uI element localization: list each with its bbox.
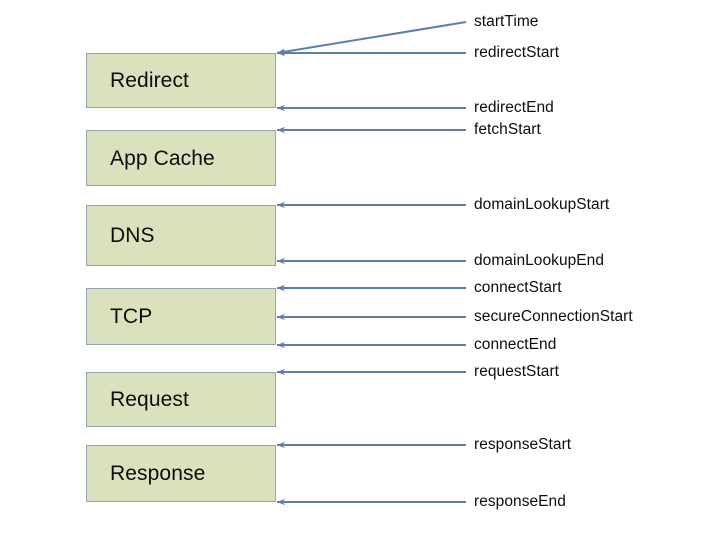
phase-box-label-tcp: TCP [110, 305, 153, 328]
marker-label-connect-start: connectStart [474, 279, 562, 296]
phase-box-app-cache: App Cache [86, 130, 276, 186]
marker-label-response-end: responseEnd [474, 493, 566, 510]
marker-label-redirect-start: redirectStart [474, 44, 560, 61]
phase-box-label-request: Request [110, 388, 189, 411]
phase-box-dns: DNS [86, 205, 276, 266]
phase-box-tcp: TCP [86, 288, 276, 345]
marker-label-redirect-end: redirectEnd [474, 99, 554, 116]
connector-start-time [276, 21, 467, 55]
phase-box-redirect: Redirect [86, 53, 276, 108]
marker-label-request-start: requestStart [474, 363, 560, 380]
marker-connectors [276, 21, 467, 506]
phase-box-label-response: Response [110, 462, 206, 485]
marker-label-domain-lookup-end: domainLookupEnd [474, 252, 605, 269]
phase-box-label-dns: DNS [110, 224, 155, 247]
phase-box-label-app-cache: App Cache [110, 146, 215, 170]
phase-box-request: Request [86, 372, 276, 427]
marker-label-domain-lookup-start: domainLookupStart [474, 196, 610, 213]
marker-label-secure-connection-start: secureConnectionStart [474, 308, 633, 325]
marker-label-start-time: startTime [474, 13, 539, 30]
marker-label-connect-end: connectEnd [474, 336, 557, 353]
marker-label-response-start: responseStart [474, 436, 572, 453]
phase-box-response: Response [86, 445, 276, 502]
phase-box-label-redirect: Redirect [110, 69, 189, 92]
marker-label-fetch-start: fetchStart [474, 121, 541, 138]
